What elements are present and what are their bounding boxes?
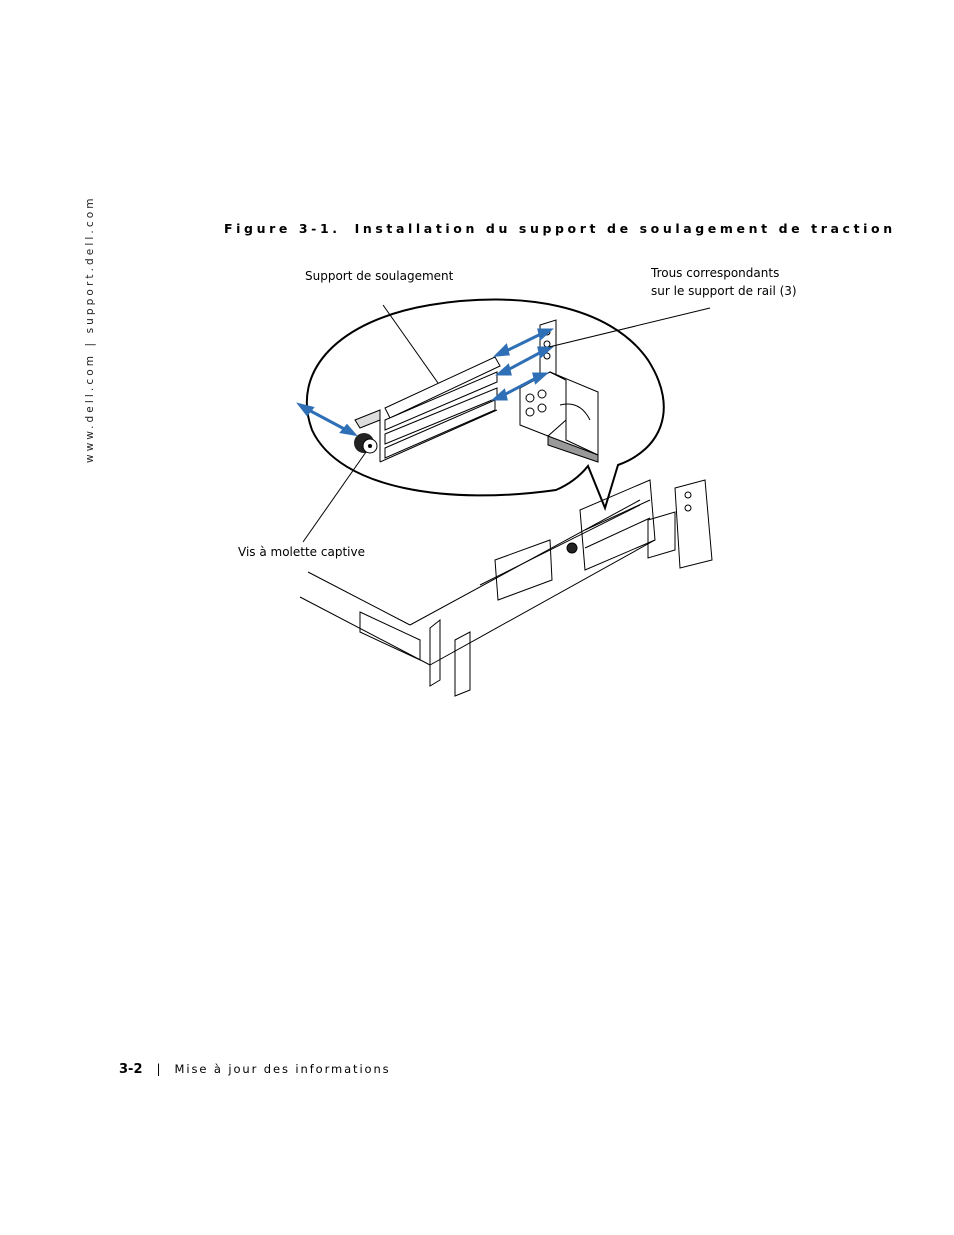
label-screw: Vis à molette captive <box>238 545 365 559</box>
footer-separator: | <box>156 1062 161 1076</box>
figure-title: Installation du support de soulagement d… <box>354 221 896 236</box>
figure-number: Figure 3-1. <box>224 221 341 236</box>
strain-relief-bracket <box>354 356 501 463</box>
server-chassis <box>299 479 713 697</box>
page-number: 3-2 <box>119 1062 143 1077</box>
figure-caption: Figure 3-1. Installation du support de so… <box>224 221 896 236</box>
thumbscrew-icon <box>354 433 378 454</box>
label-holes-line1: Trous correspondants <box>651 266 780 280</box>
section-title: Mise à jour des informations <box>174 1062 391 1076</box>
leader-lines <box>302 304 711 543</box>
label-holes-line2: sur le support de rail (3) <box>651 284 797 298</box>
alignment-arrows <box>296 328 554 437</box>
page-footer: 3-2 | Mise à jour des informations <box>119 1062 391 1077</box>
label-support: Support de soulagement <box>305 269 454 283</box>
